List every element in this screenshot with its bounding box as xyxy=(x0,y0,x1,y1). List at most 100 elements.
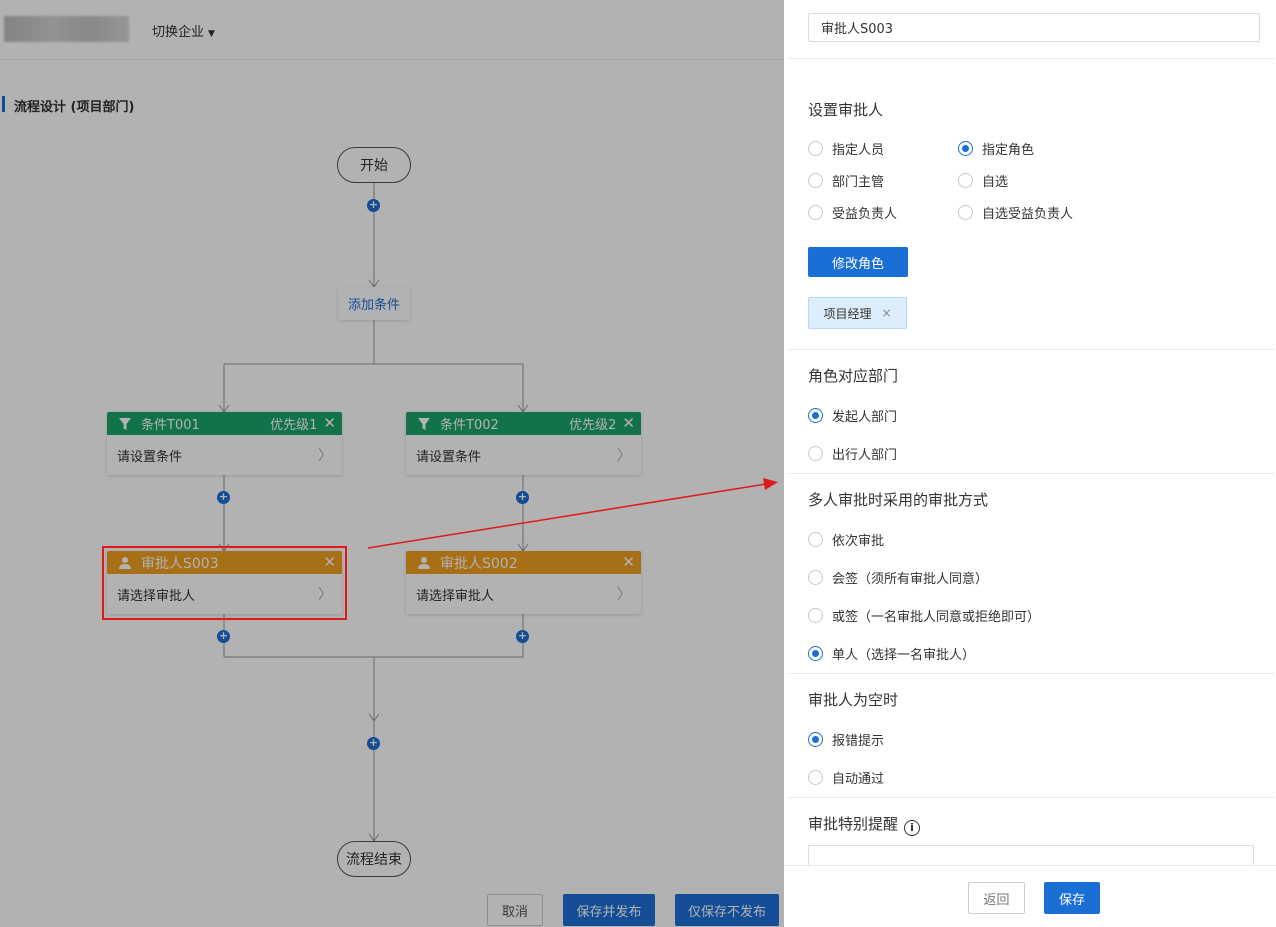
radio-error-prompt[interactable]: 报错提示 xyxy=(808,730,884,749)
divider xyxy=(788,58,1274,59)
radio-label: 自选受益负责人 xyxy=(982,207,1074,222)
approver-node-body[interactable]: 请选择审批人 〉 xyxy=(406,574,641,614)
radio-label: 单人（选择一名审批人） xyxy=(832,648,976,663)
radio-beneficiary-owner[interactable]: 受益负责人 xyxy=(808,203,897,222)
modal-overlay[interactable] xyxy=(0,0,784,927)
approver-node[interactable]: 审批人S003 ✕ 请选择审批人 〉 xyxy=(107,551,342,614)
modify-role-button[interactable]: 修改角色 xyxy=(808,247,908,277)
radio-circle xyxy=(808,408,823,423)
save-button[interactable]: 保存 xyxy=(1044,882,1100,914)
radio-circle xyxy=(808,732,823,747)
add-node-plus-icon[interactable]: + xyxy=(217,629,230,643)
switch-company-dropdown[interactable]: 切换企业▼ xyxy=(152,21,215,40)
condition-title: 条件T002 xyxy=(440,418,499,433)
add-node-plus-icon[interactable]: + xyxy=(367,198,380,212)
radio-traveler-department[interactable]: 出行人部门 xyxy=(808,444,897,463)
close-icon[interactable]: ✕ xyxy=(622,553,635,571)
approver-name-input[interactable] xyxy=(808,13,1260,42)
title-accent-bar xyxy=(2,96,5,112)
radio-circle xyxy=(958,173,973,188)
chevron-right-icon: 〉 xyxy=(318,587,332,603)
radio-initiator-department[interactable]: 发起人部门 xyxy=(808,406,897,425)
approver-title: 审批人S002 xyxy=(440,555,518,572)
radio-department-head[interactable]: 部门主管 xyxy=(808,171,884,190)
radio-circle xyxy=(958,141,973,156)
special-reminder-label: 审批特别提醒 xyxy=(808,815,899,833)
close-icon[interactable]: ✕ xyxy=(622,414,635,432)
add-node-plus-icon[interactable]: + xyxy=(367,736,380,750)
add-node-plus-icon[interactable]: + xyxy=(516,629,529,643)
radio-circle xyxy=(808,570,823,585)
approver-title: 审批人S003 xyxy=(141,555,219,572)
highlight-annotation-box xyxy=(102,546,347,620)
approver-settings-drawer: 设置审批人 指定人员 指定角色 部门主管 自选 受益负责人 自选受益负责人 修改… xyxy=(784,0,1276,927)
radio-self-select-beneficiary[interactable]: 自选受益负责人 xyxy=(958,203,1073,222)
radio-label: 会签（须所有审批人同意） xyxy=(832,572,989,587)
role-tag-label: 项目经理 xyxy=(823,306,872,321)
condition-node-body[interactable]: 请设置条件 〉 xyxy=(406,435,641,475)
radio-sequential[interactable]: 依次审批 xyxy=(808,530,884,549)
radio-specified-role[interactable]: 指定角色 xyxy=(958,139,1034,158)
condition-node[interactable]: 条件T002 优先级2 ✕ 请设置条件 〉 xyxy=(406,412,641,475)
radio-circle xyxy=(808,646,823,661)
condition-node[interactable]: 条件T001 优先级1 ✕ 请设置条件 〉 xyxy=(107,412,342,475)
radio-label: 指定人员 xyxy=(832,143,885,158)
approver-node[interactable]: 审批人S002 ✕ 请选择审批人 〉 xyxy=(406,551,641,614)
radio-circle xyxy=(808,141,823,156)
approver-placeholder: 请选择审批人 xyxy=(117,588,196,604)
switch-company-label: 切换企业 xyxy=(152,25,205,40)
radio-circle xyxy=(958,205,973,220)
condition-node-header: 条件T001 优先级1 ✕ xyxy=(107,412,342,435)
add-node-plus-icon[interactable]: + xyxy=(217,490,230,504)
arrow-head xyxy=(368,713,380,722)
radio-label: 依次审批 xyxy=(832,534,885,549)
divider xyxy=(788,797,1274,798)
approver-node-body[interactable]: 请选择审批人 〉 xyxy=(107,574,342,614)
role-tag: 项目经理 × xyxy=(808,297,907,329)
filter-icon xyxy=(117,416,133,432)
close-icon[interactable]: ✕ xyxy=(323,414,336,432)
empty-approver-title: 审批人为空时 xyxy=(808,691,899,709)
end-node[interactable]: 流程结束 xyxy=(337,841,411,877)
radio-auto-pass[interactable]: 自动通过 xyxy=(808,768,884,787)
approver-node-header: 审批人S002 ✕ xyxy=(406,551,641,574)
radio-or-sign[interactable]: 或签（一名审批人同意或拒绝即可） xyxy=(808,606,1040,625)
radio-label: 报错提示 xyxy=(832,734,885,749)
caret-down-icon: ▼ xyxy=(208,29,215,39)
cancel-button[interactable]: 取消 xyxy=(487,894,543,926)
save-and-publish-button[interactable]: 保存并发布 xyxy=(563,894,655,926)
save-without-publish-button[interactable]: 仅保存不发布 xyxy=(675,894,779,926)
condition-placeholder: 请设置条件 xyxy=(416,449,482,465)
add-condition-button[interactable]: 添加条件 xyxy=(338,287,410,320)
tag-close-icon[interactable]: × xyxy=(881,306,892,320)
start-node[interactable]: 开始 xyxy=(337,147,411,183)
radio-circle xyxy=(808,608,823,623)
radio-label: 指定角色 xyxy=(982,143,1035,158)
multi-approval-title: 多人审批时采用的审批方式 xyxy=(808,491,989,509)
drawer-footer: 返回 保存 xyxy=(784,865,1276,927)
condition-priority: 优先级1 xyxy=(270,418,318,433)
approver-placeholder: 请选择审批人 xyxy=(416,588,495,604)
info-icon[interactable]: i xyxy=(904,819,921,836)
radio-circle xyxy=(808,532,823,547)
radio-self-select[interactable]: 自选 xyxy=(958,171,1008,190)
chevron-right-icon: 〉 xyxy=(617,587,631,603)
top-header: 切换企业▼ xyxy=(0,0,784,60)
divider xyxy=(788,473,1274,474)
radio-circle xyxy=(808,205,823,220)
special-reminder-textarea[interactable] xyxy=(808,845,1254,875)
condition-node-body[interactable]: 请设置条件 〉 xyxy=(107,435,342,475)
radio-label: 自选 xyxy=(982,175,1009,190)
condition-placeholder: 请设置条件 xyxy=(117,449,183,465)
close-icon[interactable]: ✕ xyxy=(323,553,336,571)
chevron-right-icon: 〉 xyxy=(617,448,631,464)
page-title: 流程设计 (项目部门) xyxy=(14,100,135,115)
radio-label: 部门主管 xyxy=(832,175,885,190)
radio-countersign[interactable]: 会签（须所有审批人同意） xyxy=(808,568,988,587)
radio-single[interactable]: 单人（选择一名审批人） xyxy=(808,644,975,663)
radio-specified-person[interactable]: 指定人员 xyxy=(808,139,884,158)
chevron-right-icon: 〉 xyxy=(318,448,332,464)
back-button[interactable]: 返回 xyxy=(968,882,1025,914)
approver-node-header: 审批人S003 ✕ xyxy=(107,551,342,574)
condition-priority: 优先级2 xyxy=(569,418,617,433)
